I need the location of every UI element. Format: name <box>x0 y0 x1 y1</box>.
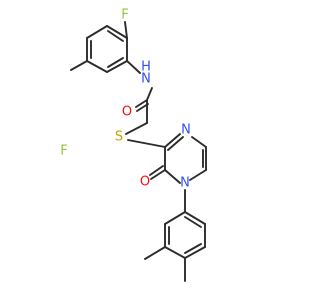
atom-label-o-amide: O <box>122 105 132 120</box>
atom-label-f1: F <box>60 144 67 159</box>
ring-b-inner-1 <box>167 136 184 151</box>
c-o-ring-bond-2 <box>149 165 164 176</box>
f-bond-upper <box>124 21 128 39</box>
ring-b-bond-6 <box>164 169 181 184</box>
ch2-s-bond <box>125 122 148 135</box>
c-o-ring-bond <box>150 169 166 180</box>
ring-c-inner-2 <box>184 243 202 254</box>
ring-c-bond-1 <box>164 211 186 225</box>
methyl-bond-1 <box>144 246 166 260</box>
n-c-bond <box>146 87 153 101</box>
f-bond-lower <box>70 60 88 71</box>
atom-label-h-amide: H <box>141 60 151 75</box>
atom-label-n-amide: N <box>141 72 151 87</box>
atom-label-n-ring: N <box>180 176 190 191</box>
c-n-bond <box>126 60 141 74</box>
atom-label-o-ring: O <box>140 175 150 190</box>
ring-b-bond-3 <box>191 136 207 148</box>
atom-label-n-pyrazine: N <box>181 123 191 138</box>
ring-a-bond-1 <box>106 60 128 73</box>
ring-a-bond-3 <box>106 25 128 39</box>
ring-c-bond-4 <box>184 246 206 259</box>
c-o-bond <box>135 99 148 108</box>
ring-b-bond-5 <box>189 169 207 181</box>
ring-a-inner-1 <box>107 57 124 68</box>
atom-label-f2: F <box>121 8 128 23</box>
atom-label-s: S <box>115 130 123 145</box>
ring-c-inner-3 <box>184 216 202 228</box>
bond-layer <box>70 21 207 282</box>
ring-c-bond-3 <box>164 246 186 259</box>
s-c-bond <box>127 139 166 148</box>
ring-a-bond-6 <box>86 60 108 73</box>
ring-a-bond-4 <box>86 25 108 39</box>
ring-a-inner-2 <box>107 30 124 42</box>
ring-b-bond-1 <box>164 133 181 148</box>
ring-c-bond-6 <box>184 211 206 225</box>
